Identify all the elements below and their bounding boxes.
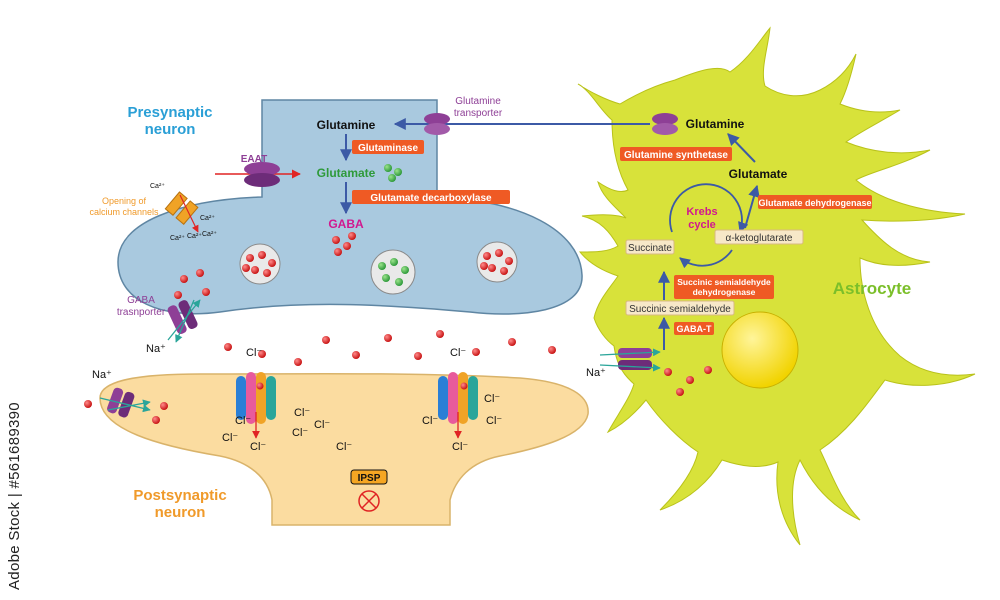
nucleus-icon (721, 311, 799, 389)
cl-ion: Cl⁻ (452, 441, 468, 453)
cl-ion: Cl⁻ (422, 415, 438, 427)
cl-ion: Cl⁻ (292, 427, 308, 439)
gaba-presynaptic: GABA (328, 217, 364, 231)
svg-text:α-ketoglutarate: α-ketoglutarate (726, 233, 793, 244)
svg-text:Ca²⁺: Ca²⁺ (187, 233, 202, 240)
metabolite-succinic-semialdehyde: Succinic semialdehyde (625, 300, 735, 316)
metabolite-alpha-ketoglutarate: α-ketoglutarate (714, 229, 804, 245)
enzyme-glutamine-synthetase: Glutamine synthetase (620, 147, 732, 161)
gaba-molecules (84, 232, 712, 424)
cl-ion: Cl⁻ (314, 419, 330, 431)
synaptic-vesicle-icon (370, 249, 416, 295)
cl-ion: Cl⁻ (222, 432, 238, 444)
glutamine-presynaptic: Glutamine (317, 118, 376, 132)
cl-ion: Cl⁻ (235, 415, 251, 427)
watermark-id-text: Adobe Stock | #561689390 (6, 402, 23, 590)
svg-text:Succinate: Succinate (628, 243, 672, 254)
cl-ion: Cl⁻ (484, 393, 500, 405)
svg-text:Glutamine synthetase: Glutamine synthetase (624, 150, 728, 161)
svg-text:Glutaminase: Glutaminase (358, 143, 418, 154)
svg-text:Ca²⁺: Ca²⁺ (202, 231, 217, 238)
enzyme-glutaminase: Glutaminase (352, 140, 424, 154)
svg-text:Ca²⁺: Ca²⁺ (170, 235, 185, 242)
svg-text:Ca²⁺: Ca²⁺ (200, 215, 215, 222)
na-ion: Na⁺ (92, 369, 112, 381)
enzyme-glutamate-dehydrogenase: Glutamate dehydrogenase (758, 195, 872, 209)
cl-ion: Cl⁻ (486, 415, 502, 427)
eaat-icon (244, 162, 280, 187)
glutamate-astrocyte: Glutamate (729, 167, 788, 181)
synaptic-vesicle-icon (239, 243, 281, 285)
calcium-ions: Ca²⁺ Ca²⁺ Ca²⁺ Ca²⁺ Ca²⁺ (150, 183, 217, 242)
eaat-label: EAAT (241, 154, 267, 165)
astrocyte-body (577, 26, 976, 546)
glutamate-presynaptic: Glutamate (317, 166, 376, 180)
glutamine-astrocyte: Glutamine (686, 117, 745, 131)
na-ion: Na⁺ (146, 343, 166, 355)
ssadh-line1: Succinic semialdehyde (677, 277, 771, 287)
enzyme-gaba-t: GABA-T (674, 322, 714, 335)
enzyme-glutamate-decarboxylase: Glutamate decarboxylase (352, 190, 510, 204)
svg-text:Glutamate dehydrogenase: Glutamate dehydrogenase (758, 198, 871, 208)
svg-text:IPSP: IPSP (358, 473, 381, 484)
ion-labels: Na⁺ Na⁺ Na⁺ Cl⁻ Cl⁻ Cl⁻ Cl⁻ Cl⁻ Cl⁻ Cl⁻ … (92, 343, 606, 453)
svg-text:Ca²⁺: Ca²⁺ (150, 183, 165, 190)
svg-text:Glutamate decarboxylase: Glutamate decarboxylase (370, 193, 492, 204)
na-ion: Na⁺ (586, 367, 606, 379)
ssadh-line2: dehydrogenase (693, 287, 756, 297)
svg-text:GABA-T: GABA-T (677, 324, 712, 334)
cl-ion: Cl⁻ (250, 441, 266, 453)
synaptic-vesicle-icon (476, 241, 518, 283)
ipsp-inhibition-icon (358, 490, 380, 512)
glutamate-molecules (384, 164, 402, 182)
astrocyte-label: Astrocyte (833, 279, 911, 298)
cl-ion: Cl⁻ (294, 407, 310, 419)
stock-watermark: Adobe Stock | #561689390 (6, 300, 26, 600)
glutamine-transporter-icon (652, 113, 678, 135)
cl-ion: Cl⁻ (450, 347, 466, 359)
glutamine-transporter-icon (424, 113, 450, 135)
cl-ion: Cl⁻ (336, 441, 352, 453)
ipsp-indicator: IPSP (350, 469, 388, 512)
svg-text:Succinic semialdehyde: Succinic semialdehyde (629, 304, 731, 315)
enzyme-ssadh: Succinic semialdehyde dehydrogenase (674, 275, 774, 299)
cl-ion: Cl⁻ (246, 347, 262, 359)
metabolite-succinate: Succinate (625, 239, 675, 255)
